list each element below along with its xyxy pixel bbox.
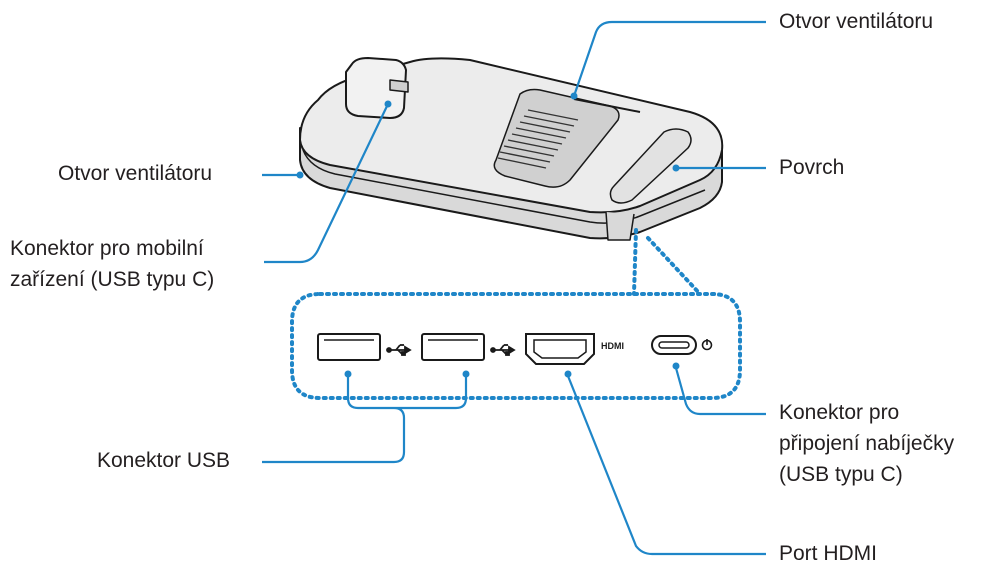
- mobile-connector-plug: [389, 79, 409, 93]
- label-surface: Povrch: [779, 156, 845, 179]
- port-panel-callout: [290, 228, 742, 400]
- label-mobile-connector-line2: zařízení (USB typu C): [10, 268, 215, 291]
- hdmi-logo-text: HDMI: [601, 341, 624, 351]
- dock-device: [299, 57, 724, 241]
- surface-slot: [609, 128, 692, 204]
- label-fan-left: Otvor ventilátoru: [58, 162, 213, 185]
- label-hdmi-port: Port HDMI: [779, 542, 878, 565]
- dock-foot: [605, 211, 635, 241]
- usb-symbol-icon-2: [490, 344, 516, 356]
- label-mobile-connector-line1: Konektor pro mobilní: [10, 237, 204, 260]
- top-vent-slot: [573, 98, 641, 113]
- usb-c-port-inner: [658, 341, 690, 349]
- callout-dotted-pointer: [632, 228, 638, 296]
- leader-charger: [674, 367, 766, 416]
- label-charger-line3: (USB typu C): [779, 463, 903, 486]
- label-charger-line1: Konektor pro: [779, 401, 900, 424]
- leader-fan-top: [572, 20, 766, 97]
- fan-grille: [497, 109, 579, 169]
- fan-recess: [493, 88, 620, 188]
- label-charger-line2: připojení nabíječky: [779, 432, 955, 455]
- usb-symbol-icon: [386, 344, 412, 356]
- hdmi-port-inner: [533, 339, 587, 359]
- leader-lines: [262, 20, 766, 556]
- callout-dotted-pointer-2: [646, 236, 702, 296]
- callout-dotted-border: [290, 292, 742, 400]
- leader-usb: [262, 376, 468, 464]
- power-icon: [701, 339, 713, 351]
- label-usb-connector: Konektor USB: [97, 449, 231, 472]
- usb-port-1: [317, 333, 381, 361]
- leader-hdmi: [566, 375, 766, 556]
- label-fan-top: Otvor ventilátoru: [779, 10, 934, 33]
- leader-mobile-connector: [264, 103, 389, 264]
- ports: [317, 333, 697, 365]
- usb-port-2: [421, 333, 485, 361]
